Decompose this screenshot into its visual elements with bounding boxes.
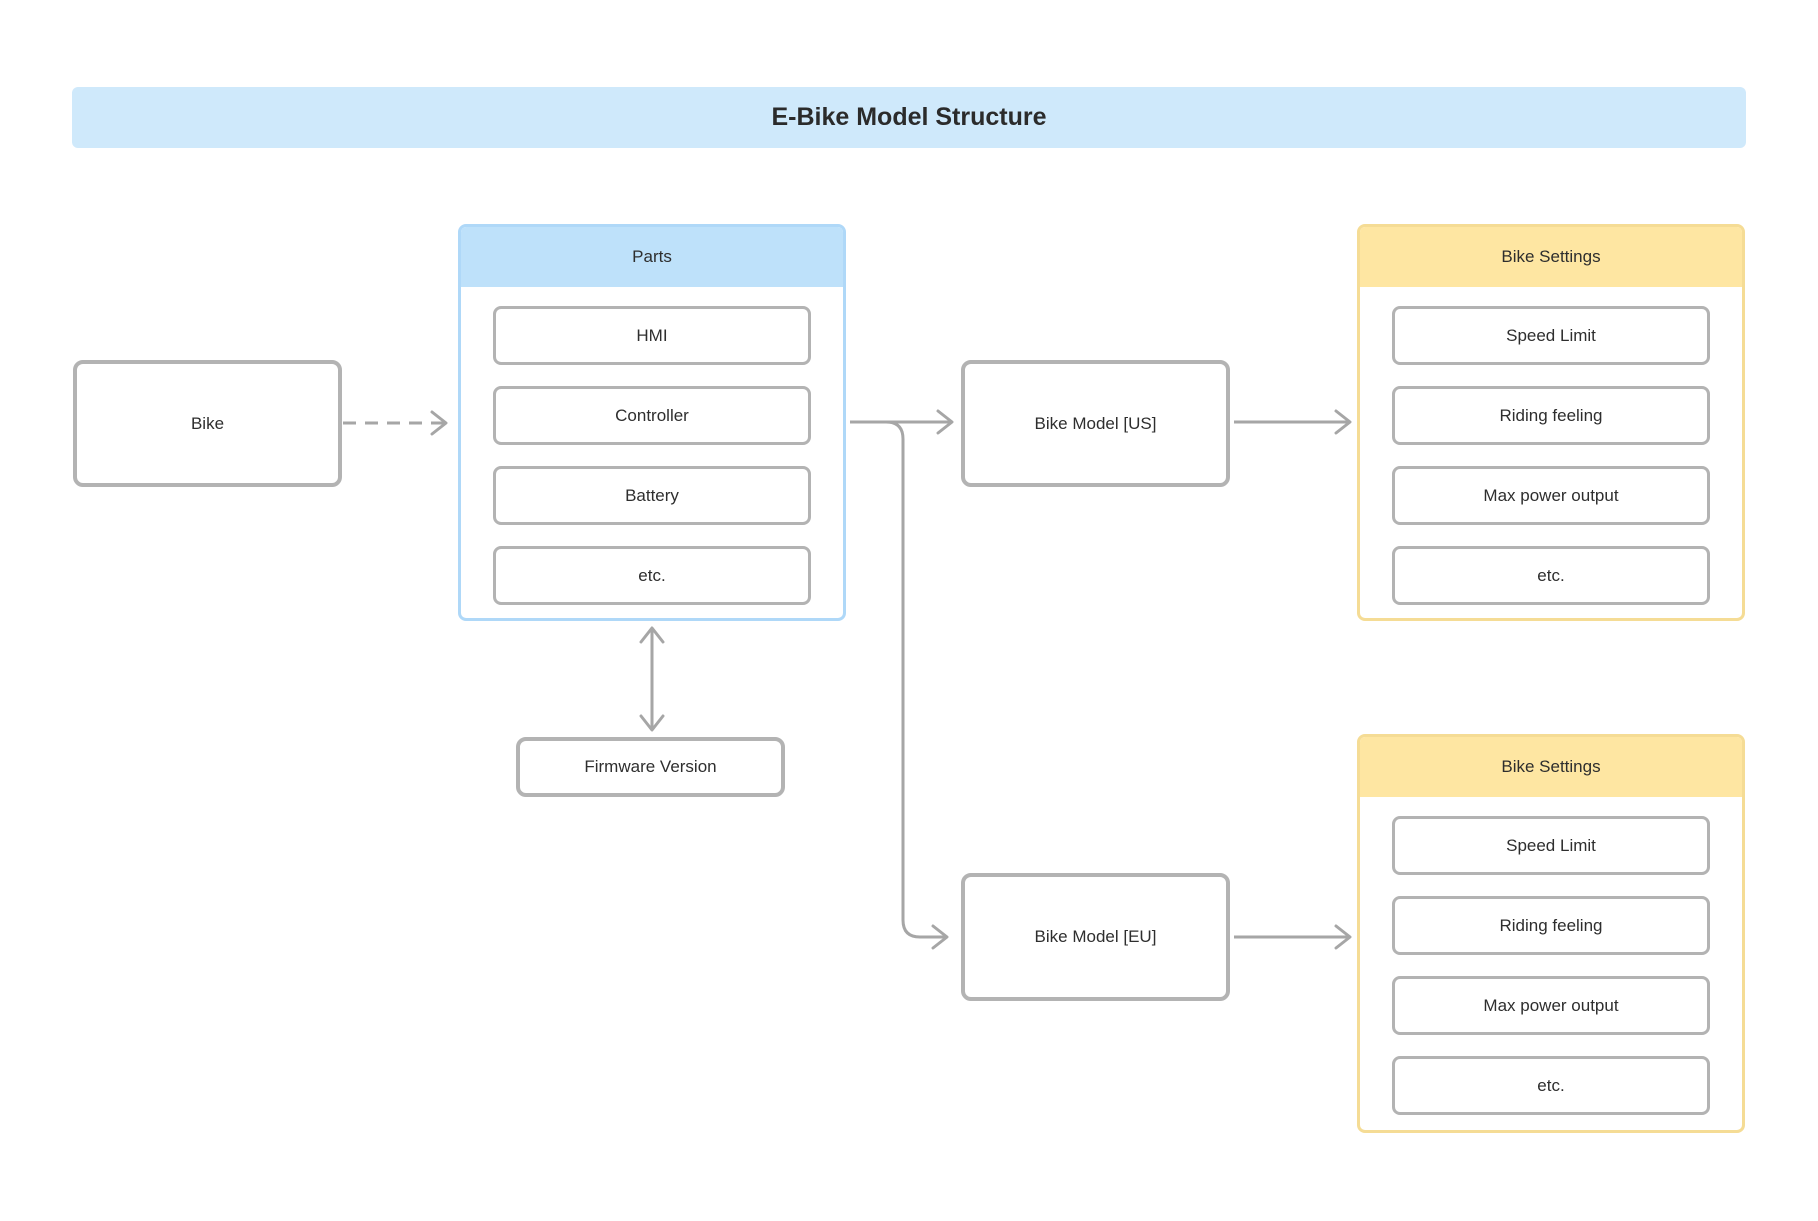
parts-header: Parts — [461, 227, 843, 287]
page-title: E-Bike Model Structure — [771, 103, 1047, 131]
parts-body: HMI Controller Battery etc. — [461, 287, 843, 618]
container-bike-settings-eu: Bike Settings Speed Limit Riding feeling… — [1357, 734, 1745, 1133]
parts-item-controller: Controller — [493, 386, 811, 445]
container-bike-settings-us: Bike Settings Speed Limit Riding feeling… — [1357, 224, 1745, 621]
node-firmware-version-label: Firmware Version — [584, 757, 717, 776]
node-firmware-version: Firmware Version — [516, 737, 785, 797]
settings-us-item-riding-feeling: Riding feeling — [1392, 386, 1710, 445]
parts-item-battery: Battery — [493, 466, 811, 525]
bike-settings-us-header: Bike Settings — [1360, 227, 1742, 287]
parts-item-hmi: HMI — [493, 306, 811, 365]
container-parts: Parts HMI Controller Battery etc. — [458, 224, 846, 621]
node-bike-model-eu-label: Bike Model [EU] — [1034, 927, 1157, 946]
settings-eu-item-speed-limit: Speed Limit — [1392, 816, 1710, 875]
settings-us-item-max-power-output: Max power output — [1392, 466, 1710, 525]
node-bike-model-us-label: Bike Model [US] — [1034, 413, 1157, 433]
title-banner: E-Bike Model Structure — [72, 87, 1746, 148]
node-bike-model-eu: Bike Model [EU] — [961, 873, 1230, 1001]
node-bike-label: Bike — [190, 413, 225, 433]
settings-us-item-etc: etc. — [1392, 546, 1710, 605]
bike-settings-us-body: Speed Limit Riding feeling Max power out… — [1360, 287, 1742, 618]
settings-eu-item-max-power-output: Max power output — [1392, 976, 1710, 1035]
settings-eu-item-riding-feeling: Riding feeling — [1392, 896, 1710, 955]
settings-eu-item-etc: etc. — [1392, 1056, 1710, 1115]
parts-item-etc: etc. — [493, 546, 811, 605]
bike-settings-eu-body: Speed Limit Riding feeling Max power out… — [1360, 797, 1742, 1130]
settings-us-item-speed-limit: Speed Limit — [1392, 306, 1710, 365]
node-bike: Bike — [73, 360, 342, 487]
bike-settings-eu-header: Bike Settings — [1360, 737, 1742, 797]
node-bike-model-us: Bike Model [US] — [961, 360, 1230, 487]
edge-parts-to-model-eu — [885, 420, 949, 950]
